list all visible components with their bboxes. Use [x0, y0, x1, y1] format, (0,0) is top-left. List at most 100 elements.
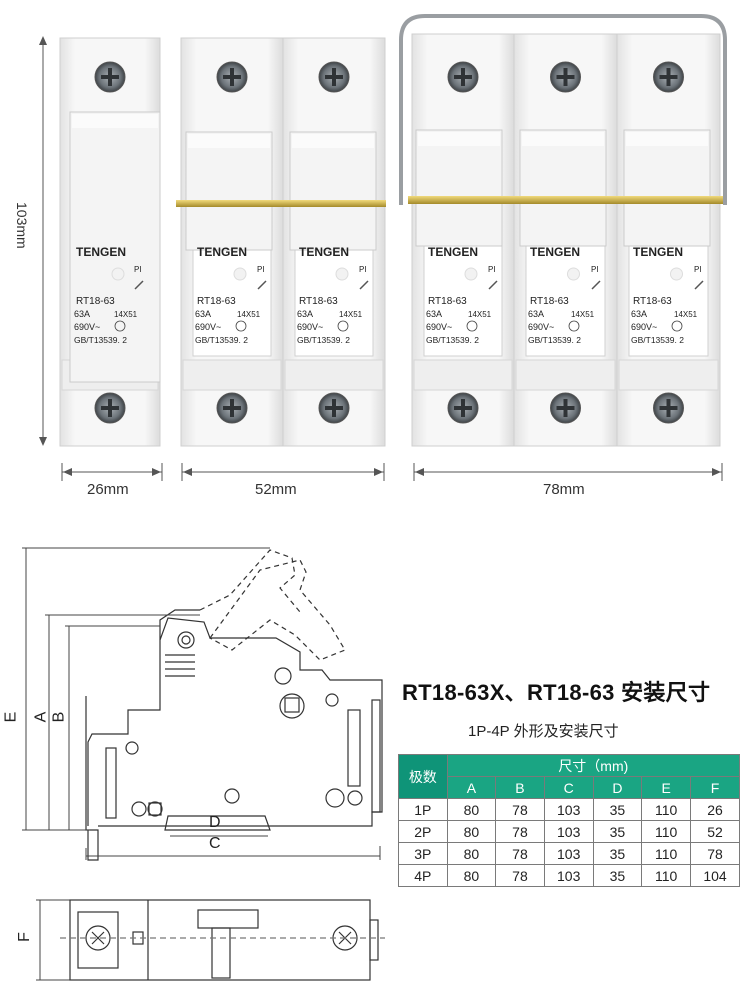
model-label: RT18-63 — [633, 296, 672, 307]
rating-label: 63A — [528, 309, 544, 319]
brand-label: TENGEN — [530, 245, 580, 259]
width-dimension-3p — [413, 463, 723, 481]
model-label: RT18-63 — [197, 296, 236, 307]
model-label: RT18-63 — [530, 296, 569, 307]
table-cell: 80 — [446, 820, 497, 843]
table-cell: 103 — [543, 798, 594, 821]
size-label: 14X51 — [571, 310, 595, 319]
voltage-label: 690V~ — [297, 322, 323, 332]
fuse-module: TENGEN PI RT18-63 63A 14X51 690V~ GB/T13539. 2 — [180, 37, 284, 447]
screw-icon — [550, 392, 581, 424]
dim-letter-b: B — [50, 711, 68, 723]
col-header: E — [641, 776, 692, 799]
screw-icon — [447, 392, 479, 424]
width-label-2p: 52mm — [255, 481, 297, 498]
dim-letter-c: C — [209, 835, 221, 852]
table-cell: 110 — [641, 820, 692, 843]
table-cell: 35 — [592, 798, 643, 821]
standard-label: GB/T13539. 2 — [426, 335, 479, 345]
brand-label: TENGEN — [299, 245, 349, 259]
table-cell: 35 — [592, 864, 643, 887]
table-cell: 78 — [690, 842, 740, 865]
dimension-drawing — [22, 547, 385, 981]
brand-label: TENGEN — [428, 245, 478, 259]
bottom-view-outline — [60, 899, 385, 981]
dim-letter-f: F — [15, 932, 33, 942]
standard-label: GB/T13539. 2 — [528, 335, 581, 345]
pi-label: PI — [134, 265, 142, 274]
fuse-modules: TENGEN PI RT18-63 63A 14X51 690V~ GB/T13539. 2… — [59, 33, 721, 447]
size-header: 尺寸（mm) — [446, 754, 741, 777]
dim-letter-d: D — [209, 814, 221, 831]
table-cell: 78 — [495, 842, 545, 865]
pi-label: PI — [359, 265, 367, 274]
screw-icon — [216, 392, 248, 424]
voltage-label: 690V~ — [195, 322, 221, 332]
connector-bar — [176, 200, 386, 207]
brand-label: TENGEN — [76, 245, 126, 259]
col-header: F — [690, 776, 740, 799]
screw-icon — [653, 61, 684, 93]
standard-label: GB/T13539. 2 — [74, 335, 127, 345]
table-cell: 35 — [592, 820, 643, 843]
table-cell: 52 — [690, 820, 740, 843]
width-label-3p: 78mm — [543, 481, 585, 498]
voltage-label: 690V~ — [74, 322, 100, 332]
table-cell: 80 — [446, 864, 497, 887]
table-cell: 110 — [641, 798, 692, 821]
pole-cell: 1P — [398, 798, 448, 821]
bail-handle — [399, 14, 727, 205]
col-header: C — [543, 776, 594, 799]
width-dimension-1p — [61, 463, 163, 481]
dim-letter-e: E — [2, 711, 20, 723]
table-cell: 110 — [641, 864, 692, 887]
rating-label: 63A — [631, 309, 647, 319]
pi-label: PI — [257, 265, 265, 274]
standard-label: GB/T13539. 2 — [195, 335, 248, 345]
pi-label: PI — [591, 265, 599, 274]
pole-cell: 2P — [398, 820, 448, 843]
brand-label: TENGEN — [197, 245, 247, 259]
model-label: RT18-63 — [76, 296, 115, 307]
col-header: D — [592, 776, 643, 799]
pole-cell: 4P — [398, 864, 448, 887]
screw-icon — [447, 61, 479, 93]
voltage-label: 690V~ — [426, 322, 452, 332]
col-header: A — [446, 776, 497, 799]
col-header: B — [495, 776, 545, 799]
dim-letter-a: A — [32, 711, 50, 723]
table-cell: 78 — [495, 798, 545, 821]
voltage-label: 690V~ — [631, 322, 657, 332]
table-cell: 110 — [641, 842, 692, 865]
table-cell: 78 — [495, 820, 545, 843]
fuse-holder-photo: TENGEN PI RT18-63 63A 14X51 690V~ GB/T13539. 2… — [39, 14, 727, 481]
size-label: 14X51 — [237, 310, 261, 319]
table-cell: 104 — [690, 864, 740, 887]
screw-icon — [653, 392, 684, 424]
width-dimension-2p — [181, 463, 385, 481]
size-label: 14X51 — [339, 310, 363, 319]
screw-icon — [318, 392, 350, 424]
standard-label: GB/T13539. 2 — [297, 335, 350, 345]
screw-icon — [550, 61, 581, 93]
height-label: 103mm — [14, 202, 30, 249]
standard-label: GB/T13539. 2 — [631, 335, 684, 345]
table-cell: 78 — [495, 864, 545, 887]
table-row: 3P 80 78 103 35 110 78 — [398, 842, 740, 865]
table-cell: 103 — [543, 864, 594, 887]
rating-label: 63A — [195, 309, 211, 319]
screw-icon — [216, 61, 248, 93]
model-label: RT18-63 — [428, 296, 467, 307]
table-cell: 103 — [543, 842, 594, 865]
table-cell: 35 — [592, 842, 643, 865]
pi-label: PI — [488, 265, 496, 274]
rating-label: 63A — [426, 309, 442, 319]
table-row: 2P 80 78 103 35 110 52 — [398, 820, 740, 843]
table-cell: 103 — [543, 820, 594, 843]
model-label: RT18-63 — [299, 296, 338, 307]
